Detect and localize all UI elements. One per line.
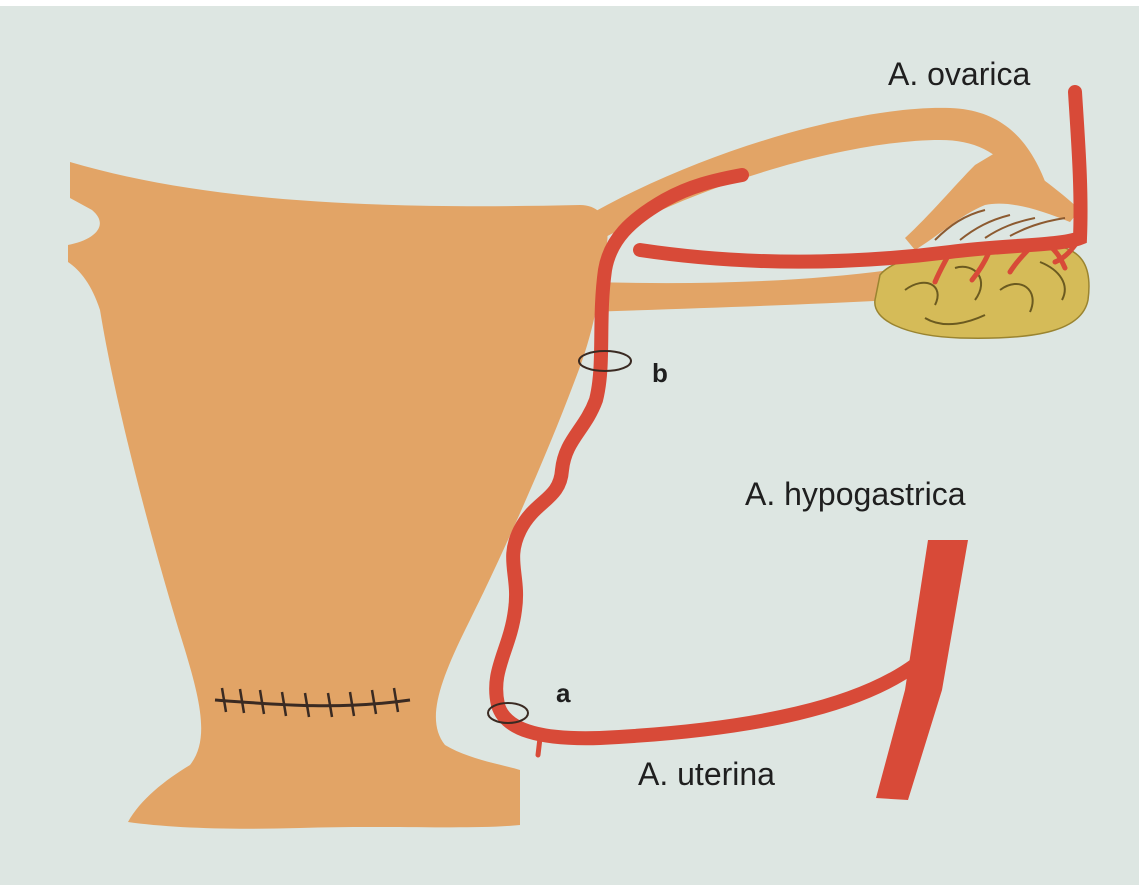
label-uterine-artery: A. uterina [638,758,775,790]
label-hypogastric-artery: A. hypogastrica [745,478,966,510]
cervical-branch [538,738,540,755]
label-point-b: b [652,360,668,386]
top-border-strip [0,0,1139,6]
label-ovarian-artery: A. ovarica [888,58,1030,90]
label-point-a: a [556,680,570,706]
